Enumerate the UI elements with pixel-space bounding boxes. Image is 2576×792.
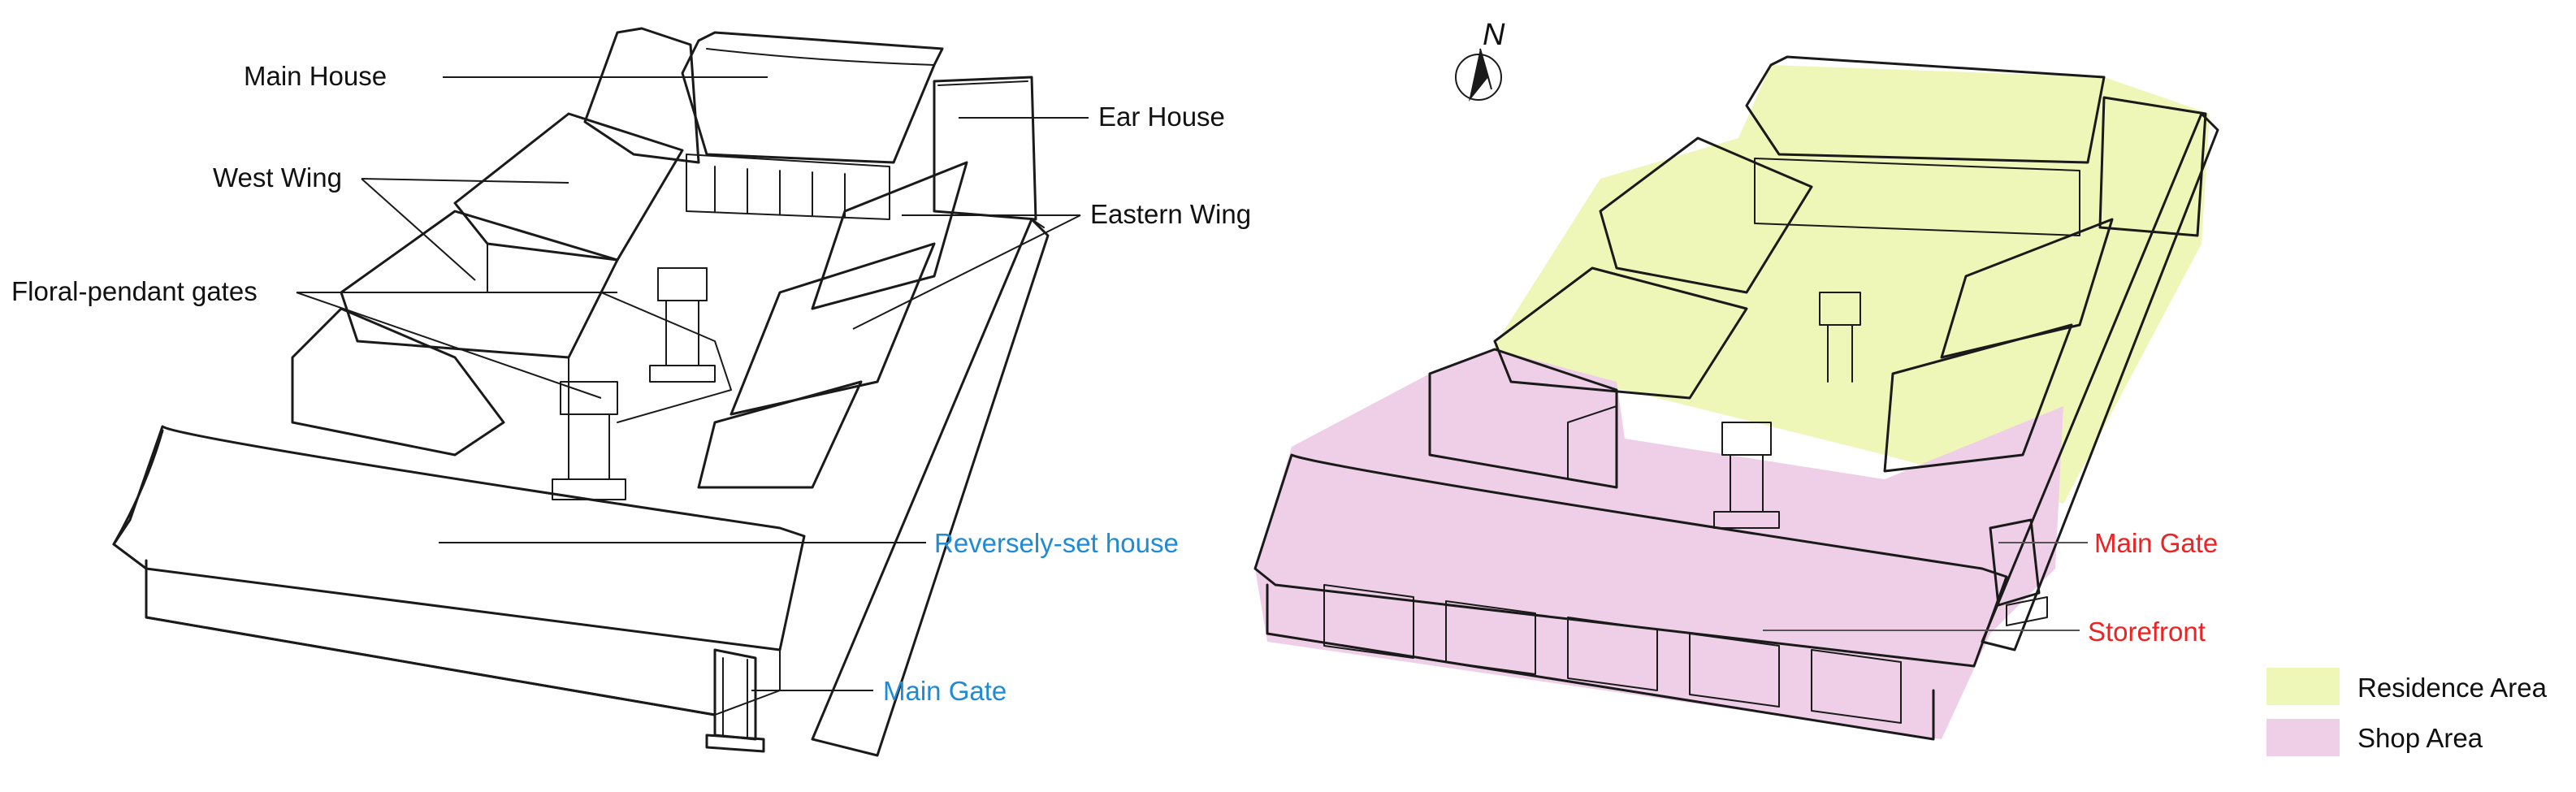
compass-north-letter: N bbox=[1483, 18, 1505, 52]
label-ear-house: Ear House bbox=[1098, 102, 1225, 132]
legend-label-residence: Residence Area bbox=[2357, 673, 2548, 703]
label-main-gate-right: Main Gate bbox=[2094, 528, 2218, 558]
label-eastern-wing: Eastern Wing bbox=[1090, 199, 1251, 229]
floral-pendant-gates-drawing bbox=[552, 267, 732, 500]
left-siheyuan-drawing: Main House Ear House West Wing Eastern W… bbox=[11, 27, 1251, 757]
residence-area-zone bbox=[1495, 65, 2210, 504]
west-wing-drawing bbox=[291, 112, 684, 457]
reversely-set-house-drawing bbox=[112, 425, 806, 716]
label-storefront: Storefront bbox=[2088, 617, 2206, 647]
label-floral-pendant-gates: Floral-pendant gates bbox=[11, 276, 258, 306]
legend-swatch-shop bbox=[2266, 719, 2340, 756]
shop-area-zone bbox=[1255, 349, 2063, 739]
label-main-gate-left: Main Gate bbox=[883, 676, 1007, 706]
legend: Residence Area Shop Area bbox=[2266, 668, 2548, 756]
legend-label-shop: Shop Area bbox=[2357, 723, 2483, 753]
label-main-house: Main House bbox=[244, 61, 387, 91]
right-building-outlines bbox=[1253, 55, 2219, 741]
right-leader-lines bbox=[1763, 542, 2088, 631]
eastern-wing-drawing bbox=[697, 161, 968, 489]
left-leader-lines bbox=[296, 76, 1089, 691]
legend-swatch-residence bbox=[2266, 668, 2340, 705]
main-house-drawing bbox=[681, 31, 944, 220]
label-west-wing: West Wing bbox=[213, 162, 342, 193]
main-gate-drawing bbox=[705, 648, 765, 753]
north-arrow-compass-icon: N bbox=[1455, 18, 1505, 102]
right-siheyuan-drawing: N bbox=[1253, 18, 2219, 741]
ear-house-drawing bbox=[933, 76, 1037, 221]
label-reversely-set-house: Reversely-set house bbox=[934, 528, 1179, 558]
